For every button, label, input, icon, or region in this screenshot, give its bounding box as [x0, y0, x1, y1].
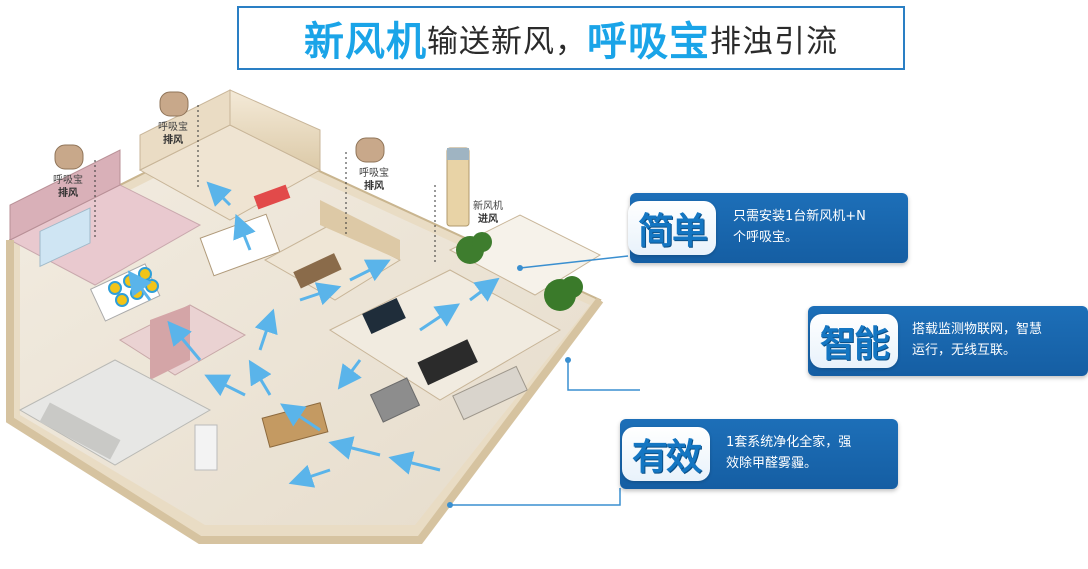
study-wall — [320, 200, 400, 260]
feature-card-effective: 有效 1套系统净化全家，强 效除甲醛雾霾。 — [620, 419, 898, 489]
feature-text-simple: 只需安装1台新风机+N 个呼吸宝。 — [733, 209, 866, 245]
title-highlight-1: 新风机 — [304, 19, 427, 65]
feature-text-effective: 1套系统净化全家，强 效除甲醛雾霾。 — [726, 435, 852, 471]
exhaust-unit-1 — [54, 144, 96, 240]
feature-card-simple: 简单 只需安装1台新风机+N 个呼吸宝。 — [628, 193, 908, 263]
coffee-table — [417, 339, 478, 386]
title-highlight-2: 呼吸宝 — [587, 19, 710, 65]
feature-card-smart: 智能 搭载监测物联网，智慧 运行，无线互联。 — [808, 306, 1088, 376]
picture-frame — [253, 184, 291, 210]
plant-balcony-1 — [456, 232, 492, 264]
plant-balcony-2 — [544, 276, 583, 311]
feature-badge-smart: 智能 — [810, 314, 898, 368]
sofa-main — [452, 365, 528, 421]
fresh-air-unit — [434, 147, 470, 265]
device-label-exhaust-3: 呼吸宝排风 — [359, 168, 389, 192]
study-desk — [293, 253, 342, 289]
airflow-arrows — [127, 181, 500, 488]
title-text-1: 输送新风， — [427, 23, 587, 60]
fridge — [194, 424, 218, 471]
sofa-side — [369, 377, 421, 423]
connector-dots — [447, 265, 571, 508]
title-text-2: 排浊引流 — [710, 23, 838, 60]
title-banner: 新风机 输送新风， 呼吸宝 排浊引流 — [237, 6, 905, 70]
kitchen-counter — [39, 402, 121, 460]
device-label-exhaust-1: 呼吸宝排风 — [53, 175, 83, 199]
bed-center — [199, 213, 281, 277]
device-label-exhaust-2: 呼吸宝排风 — [158, 122, 188, 146]
bedroom-left-window — [39, 207, 91, 268]
connector-lines — [450, 255, 640, 506]
tv-screen — [362, 298, 406, 334]
feature-badge-simple: 简单 — [628, 201, 716, 255]
outer-wall — [6, 240, 604, 544]
exhaust-unit-3 — [345, 137, 385, 235]
room-kitchen — [18, 359, 212, 466]
exhaust-unit-2 — [159, 91, 199, 190]
bedroom-center-wall-left — [139, 89, 231, 171]
device-label-fresh-air: 新风机进风 — [473, 201, 503, 225]
house-illustration — [6, 89, 640, 544]
feature-badge-effective: 有效 — [622, 427, 710, 481]
feature-text-smart: 搭载监测物联网，智慧 运行，无线互联。 — [912, 322, 1043, 358]
bedroom-left-wall — [9, 149, 121, 241]
